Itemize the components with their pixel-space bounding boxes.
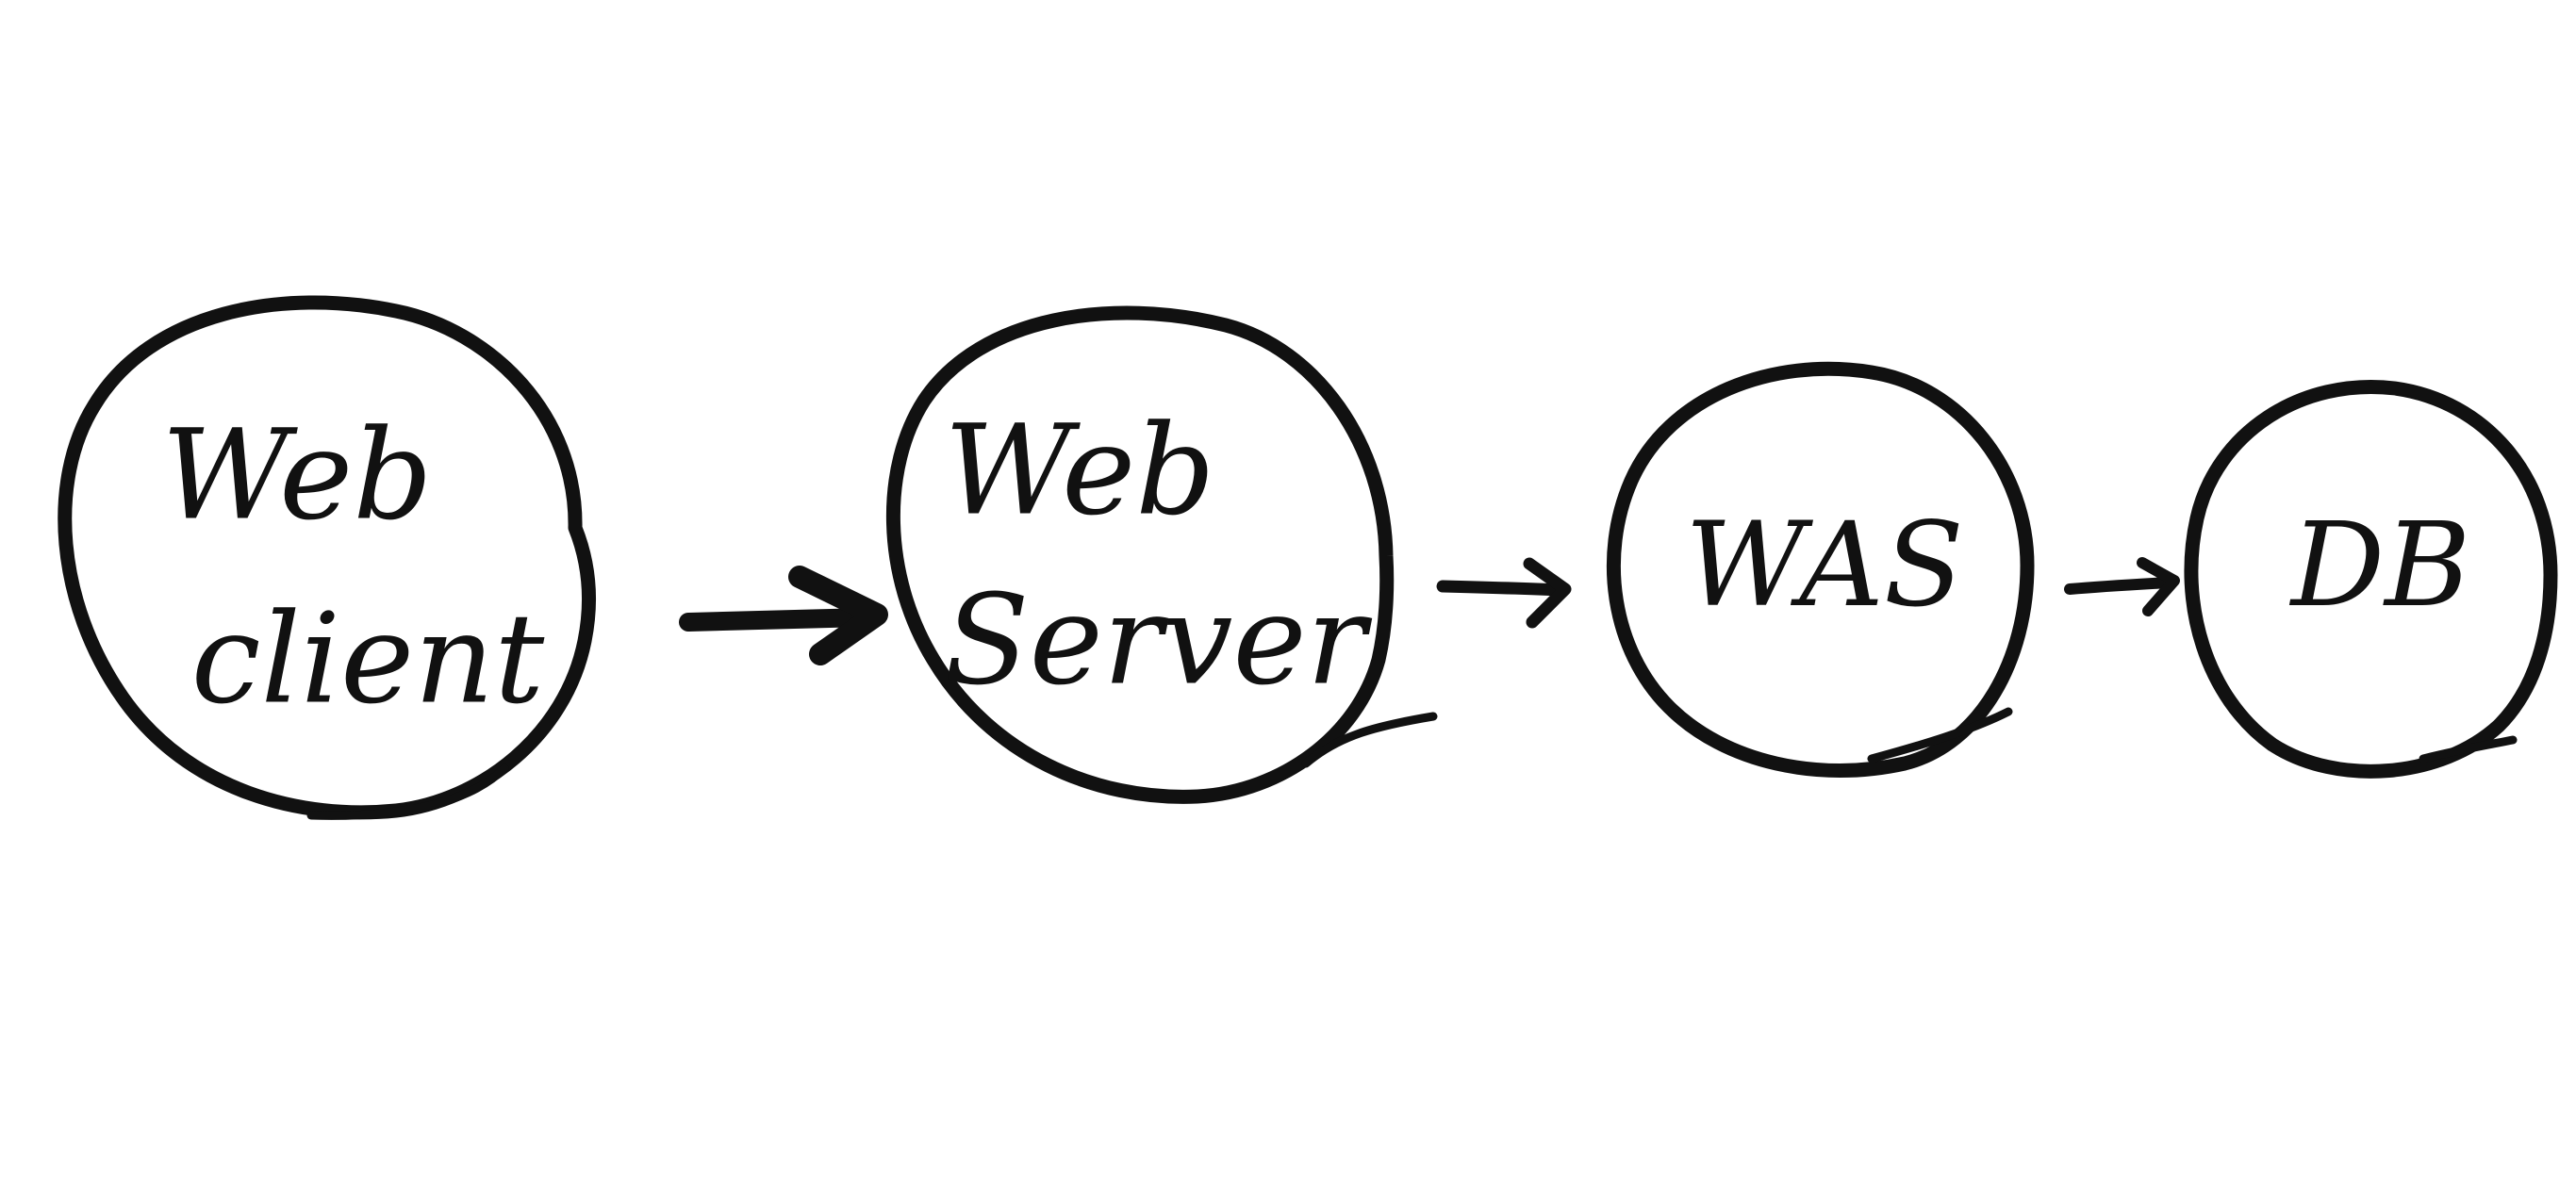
node-web-client-label-line-2: client	[191, 587, 545, 732]
arrow-head	[1523, 557, 1572, 629]
node-web-client-circle	[58, 295, 597, 820]
node-db-circle	[2184, 380, 2558, 779]
node-was-tail	[1867, 707, 2013, 763]
node-db-tail	[2419, 735, 2518, 763]
node-was: WAS	[1606, 361, 2035, 778]
node-web-client-label-line-1: Web	[161, 403, 433, 549]
node-was-circle	[1606, 361, 2035, 778]
arrow-shaft	[1436, 580, 1567, 597]
edge-was-to-db	[2064, 557, 2180, 616]
arrow-shaft	[2064, 577, 2174, 595]
node-web-server-label-line-1: Web	[944, 399, 1215, 544]
arrow-shaft	[679, 608, 877, 632]
node-web-client-tail	[306, 763, 509, 820]
node-web-server-label-line-2: Server	[944, 568, 1372, 714]
edge-web-server-to-was	[1436, 557, 1572, 629]
node-web-client: Web client	[58, 295, 597, 820]
arrow-head	[2137, 557, 2180, 616]
edge-web-client-to-web-server	[679, 566, 888, 665]
node-web-server-circle	[886, 305, 1395, 804]
node-db: DB	[2184, 380, 2558, 779]
node-was-label: WAS	[1685, 498, 1964, 633]
node-db-label: DB	[2289, 498, 2471, 633]
node-web-server: Web Server	[886, 305, 1438, 804]
node-web-server-tail	[1301, 712, 1438, 768]
arrow-head	[788, 566, 888, 665]
